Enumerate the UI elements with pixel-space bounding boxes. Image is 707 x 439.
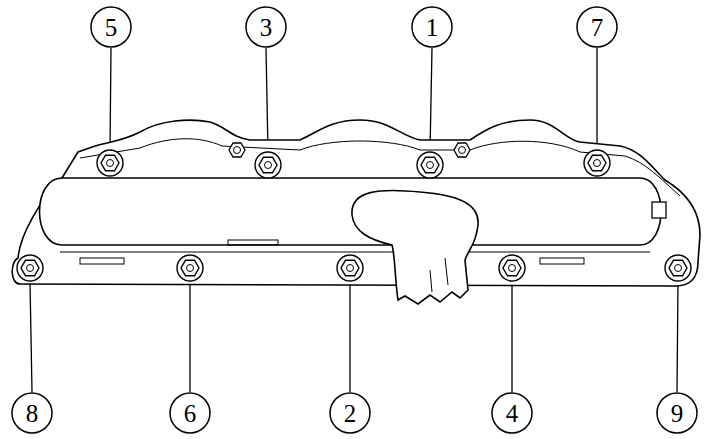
callout-number: 5 [105, 15, 118, 40]
callout-circle: 9 [656, 392, 698, 434]
callout-circle: 7 [576, 6, 618, 48]
callout-circle: 8 [11, 392, 53, 434]
runner-outline [40, 178, 662, 245]
outlet-pipe [352, 190, 478, 304]
callout-circle: 4 [491, 392, 533, 434]
bolts [17, 150, 691, 281]
bracket-tab [652, 202, 666, 218]
callout-circle: 5 [90, 6, 132, 48]
callout-number: 1 [426, 15, 439, 40]
callout-number: 4 [506, 401, 519, 426]
callout-circle: 3 [245, 6, 287, 48]
callout-number: 8 [26, 401, 39, 426]
callout-number: 9 [671, 401, 684, 426]
leader-lines [30, 48, 678, 392]
callout-number: 2 [344, 401, 357, 426]
callout-circle: 1 [411, 6, 453, 48]
callout-circle: 6 [169, 392, 211, 434]
callout-circle: 2 [329, 392, 371, 434]
callout-number: 7 [591, 15, 604, 40]
outlet-detail [430, 258, 448, 292]
callout-number: 6 [184, 401, 197, 426]
callout-number: 3 [260, 15, 273, 40]
